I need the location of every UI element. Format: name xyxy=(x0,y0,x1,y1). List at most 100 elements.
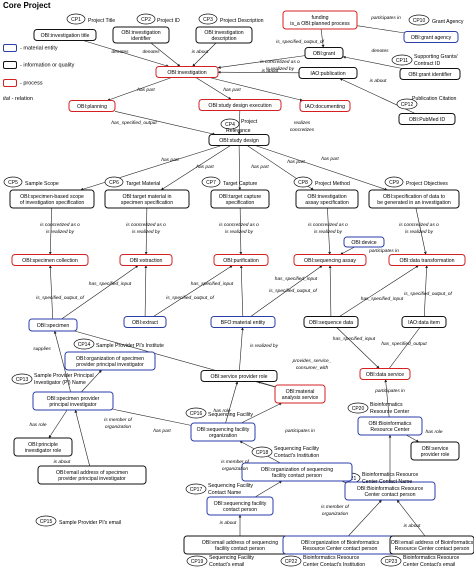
node-grant_id: OBI:grant identifier xyxy=(399,68,461,80)
relation-label-r_part_dev: participates in xyxy=(368,248,399,254)
node-text-cp6: CP6 xyxy=(109,180,119,186)
node-cp11: CP11 xyxy=(391,54,413,66)
legend-swatch-info xyxy=(3,61,17,69)
node-text-bioinf_contact: OBI:Bioinformatics Resource xyxy=(357,486,424,492)
node-cp16: CP16 xyxy=(185,407,207,419)
node-cp17: CP17 xyxy=(185,483,207,495)
legend-label-process: - process xyxy=(20,80,43,87)
node-documenting: IAO:documenting xyxy=(299,100,351,112)
node-cp19: CP19 xyxy=(186,555,208,567)
node-shape-cp8 xyxy=(293,176,313,188)
caption-label-l_relevance: Relevance xyxy=(226,128,251,134)
node-text-email_bioinf: OBI:email address of Bioinformatics xyxy=(391,540,474,546)
caption-label-l_sp_pi_inst: Sample Provider PI's Institute xyxy=(96,343,164,349)
node-text-cp15: CP15 xyxy=(40,519,53,525)
relation-label-r_has_role3: has role xyxy=(425,429,442,435)
legend-info: - information or quality xyxy=(3,61,74,69)
node-text-seq_data: OBI:sequence data xyxy=(309,320,354,326)
node-email_bioinf: OBI:email address of BioinformaticsResou… xyxy=(389,535,474,555)
node-text-bfo_material: BFO:material entity xyxy=(221,320,266,326)
relation-label-r_is_about2: is about xyxy=(370,78,387,84)
node-text-planning: OBI:planning xyxy=(77,104,107,110)
node-text-sp_role2: OBI:service xyxy=(422,446,449,452)
node-text-cp22: CP22 xyxy=(285,559,298,565)
edge-mat_service-service_role xyxy=(257,380,276,387)
relation-label-r_realized_by: is realized by xyxy=(250,343,279,349)
node-study_exec: OBI:study design execution xyxy=(198,99,282,111)
relation-label-r_denotes2: denotes xyxy=(142,49,160,55)
relation-label-r_hsi4: has_specified_input xyxy=(361,296,404,302)
node-text-cp8: CP8 xyxy=(298,180,308,186)
edge-pi_email-prov_pi xyxy=(74,409,90,467)
relation-label-r_c5b: is realized by xyxy=(314,229,343,235)
edge-seq_contact-org_seq_contact xyxy=(254,480,283,498)
edge-seq_data-data_service xyxy=(336,327,380,369)
node-cp23: CP23 xyxy=(380,555,402,567)
edge-investigation-documenting xyxy=(209,77,303,102)
edge-prov_pi-specimen xyxy=(53,330,71,393)
node-shape-documenting xyxy=(299,100,351,112)
node-text-grant: OBI:grant xyxy=(313,51,336,57)
node-shape-prov_pi xyxy=(32,391,114,411)
node-shape-cp6 xyxy=(104,176,124,188)
edge-study_exec-study_design xyxy=(237,110,241,135)
node-shape-cp15 xyxy=(35,515,57,527)
node-text-mat_service: analysis service xyxy=(282,395,319,401)
node-cp22: CP22 xyxy=(280,555,302,567)
node-shape-seq_facility xyxy=(190,422,256,442)
node-shape-cp22 xyxy=(280,555,302,567)
relation-label-r_iso3: is_specified_output_of xyxy=(166,295,214,301)
node-shape-cp11 xyxy=(391,54,413,66)
caption-label-l_brc_inst1: Bioinformatics Resource xyxy=(303,555,359,561)
legend-label-material: - material entity xyxy=(20,45,58,52)
edge-inv_id-investigation xyxy=(150,42,181,67)
node-cp8: CP8 xyxy=(293,176,313,188)
node-cp13: CP13 xyxy=(11,373,33,385)
legend-process: - process xyxy=(3,79,43,87)
relation-label-r_provides2: consumer_with xyxy=(296,365,329,371)
node-text-seq_facility: organization xyxy=(209,433,237,439)
caption-label-l_grant_agency: Grant Agency xyxy=(432,19,464,25)
node-text-cp5: CP5 xyxy=(8,180,18,186)
relation-label-r_hsi1: has_specified_input xyxy=(89,281,132,287)
node-text-inv_title: OBI:investigation title xyxy=(41,33,90,39)
edge-funding-grant_agency xyxy=(356,25,405,34)
edge-grant_id-grant xyxy=(342,55,403,69)
caption-label-l_project_desc: Project Description xyxy=(220,18,264,24)
node-cp2: CP2 xyxy=(136,13,156,25)
edge-seq_data-seq_assay xyxy=(328,265,332,317)
relation-label-r_hsi2: has_specified_input xyxy=(191,281,234,287)
node-text-cp20: CP20 xyxy=(352,406,365,412)
node-shape-publication xyxy=(298,67,358,79)
edge-bfo_material-purification xyxy=(239,265,244,317)
edge-specimen-spec_collection xyxy=(48,265,54,320)
relation-label-r_denotes3: denotes xyxy=(371,48,389,54)
relation-label-r_hp3: has part xyxy=(161,157,179,163)
node-text-pi_role: OBI:principle xyxy=(28,442,58,448)
node-text-sp_role2: provider role xyxy=(421,452,450,458)
node-shape-pi_role xyxy=(13,437,73,457)
node-text-cp4: CP4 xyxy=(225,122,235,128)
node-inv_title: OBI:investigation title xyxy=(33,29,97,41)
caption-label-l_sp_email: Sample Provider PI's email xyxy=(59,520,121,526)
edge-data_spec-data_transform xyxy=(415,207,427,255)
node-publication: IAO:publication xyxy=(298,67,358,79)
node-text-seq_facility: OBI:sequencing facility xyxy=(197,427,250,433)
node-text-cp18: CP18 xyxy=(256,450,269,456)
relation-label-r_is_member1: is member of xyxy=(104,417,132,423)
node-text-device: OBI:device xyxy=(351,240,376,246)
node-text-prov_pi: principal investigator xyxy=(49,402,97,408)
legend-ital: ital xyxy=(3,96,11,102)
edge-seq_facility-mat_service xyxy=(241,402,283,424)
node-shape-seq_contact xyxy=(206,496,274,516)
edge-extract-extraction xyxy=(144,265,148,317)
legend-label-info: - information or quality xyxy=(20,62,75,69)
relation-label-r_hp5: has part xyxy=(251,164,269,170)
node-shape-device xyxy=(343,236,385,248)
